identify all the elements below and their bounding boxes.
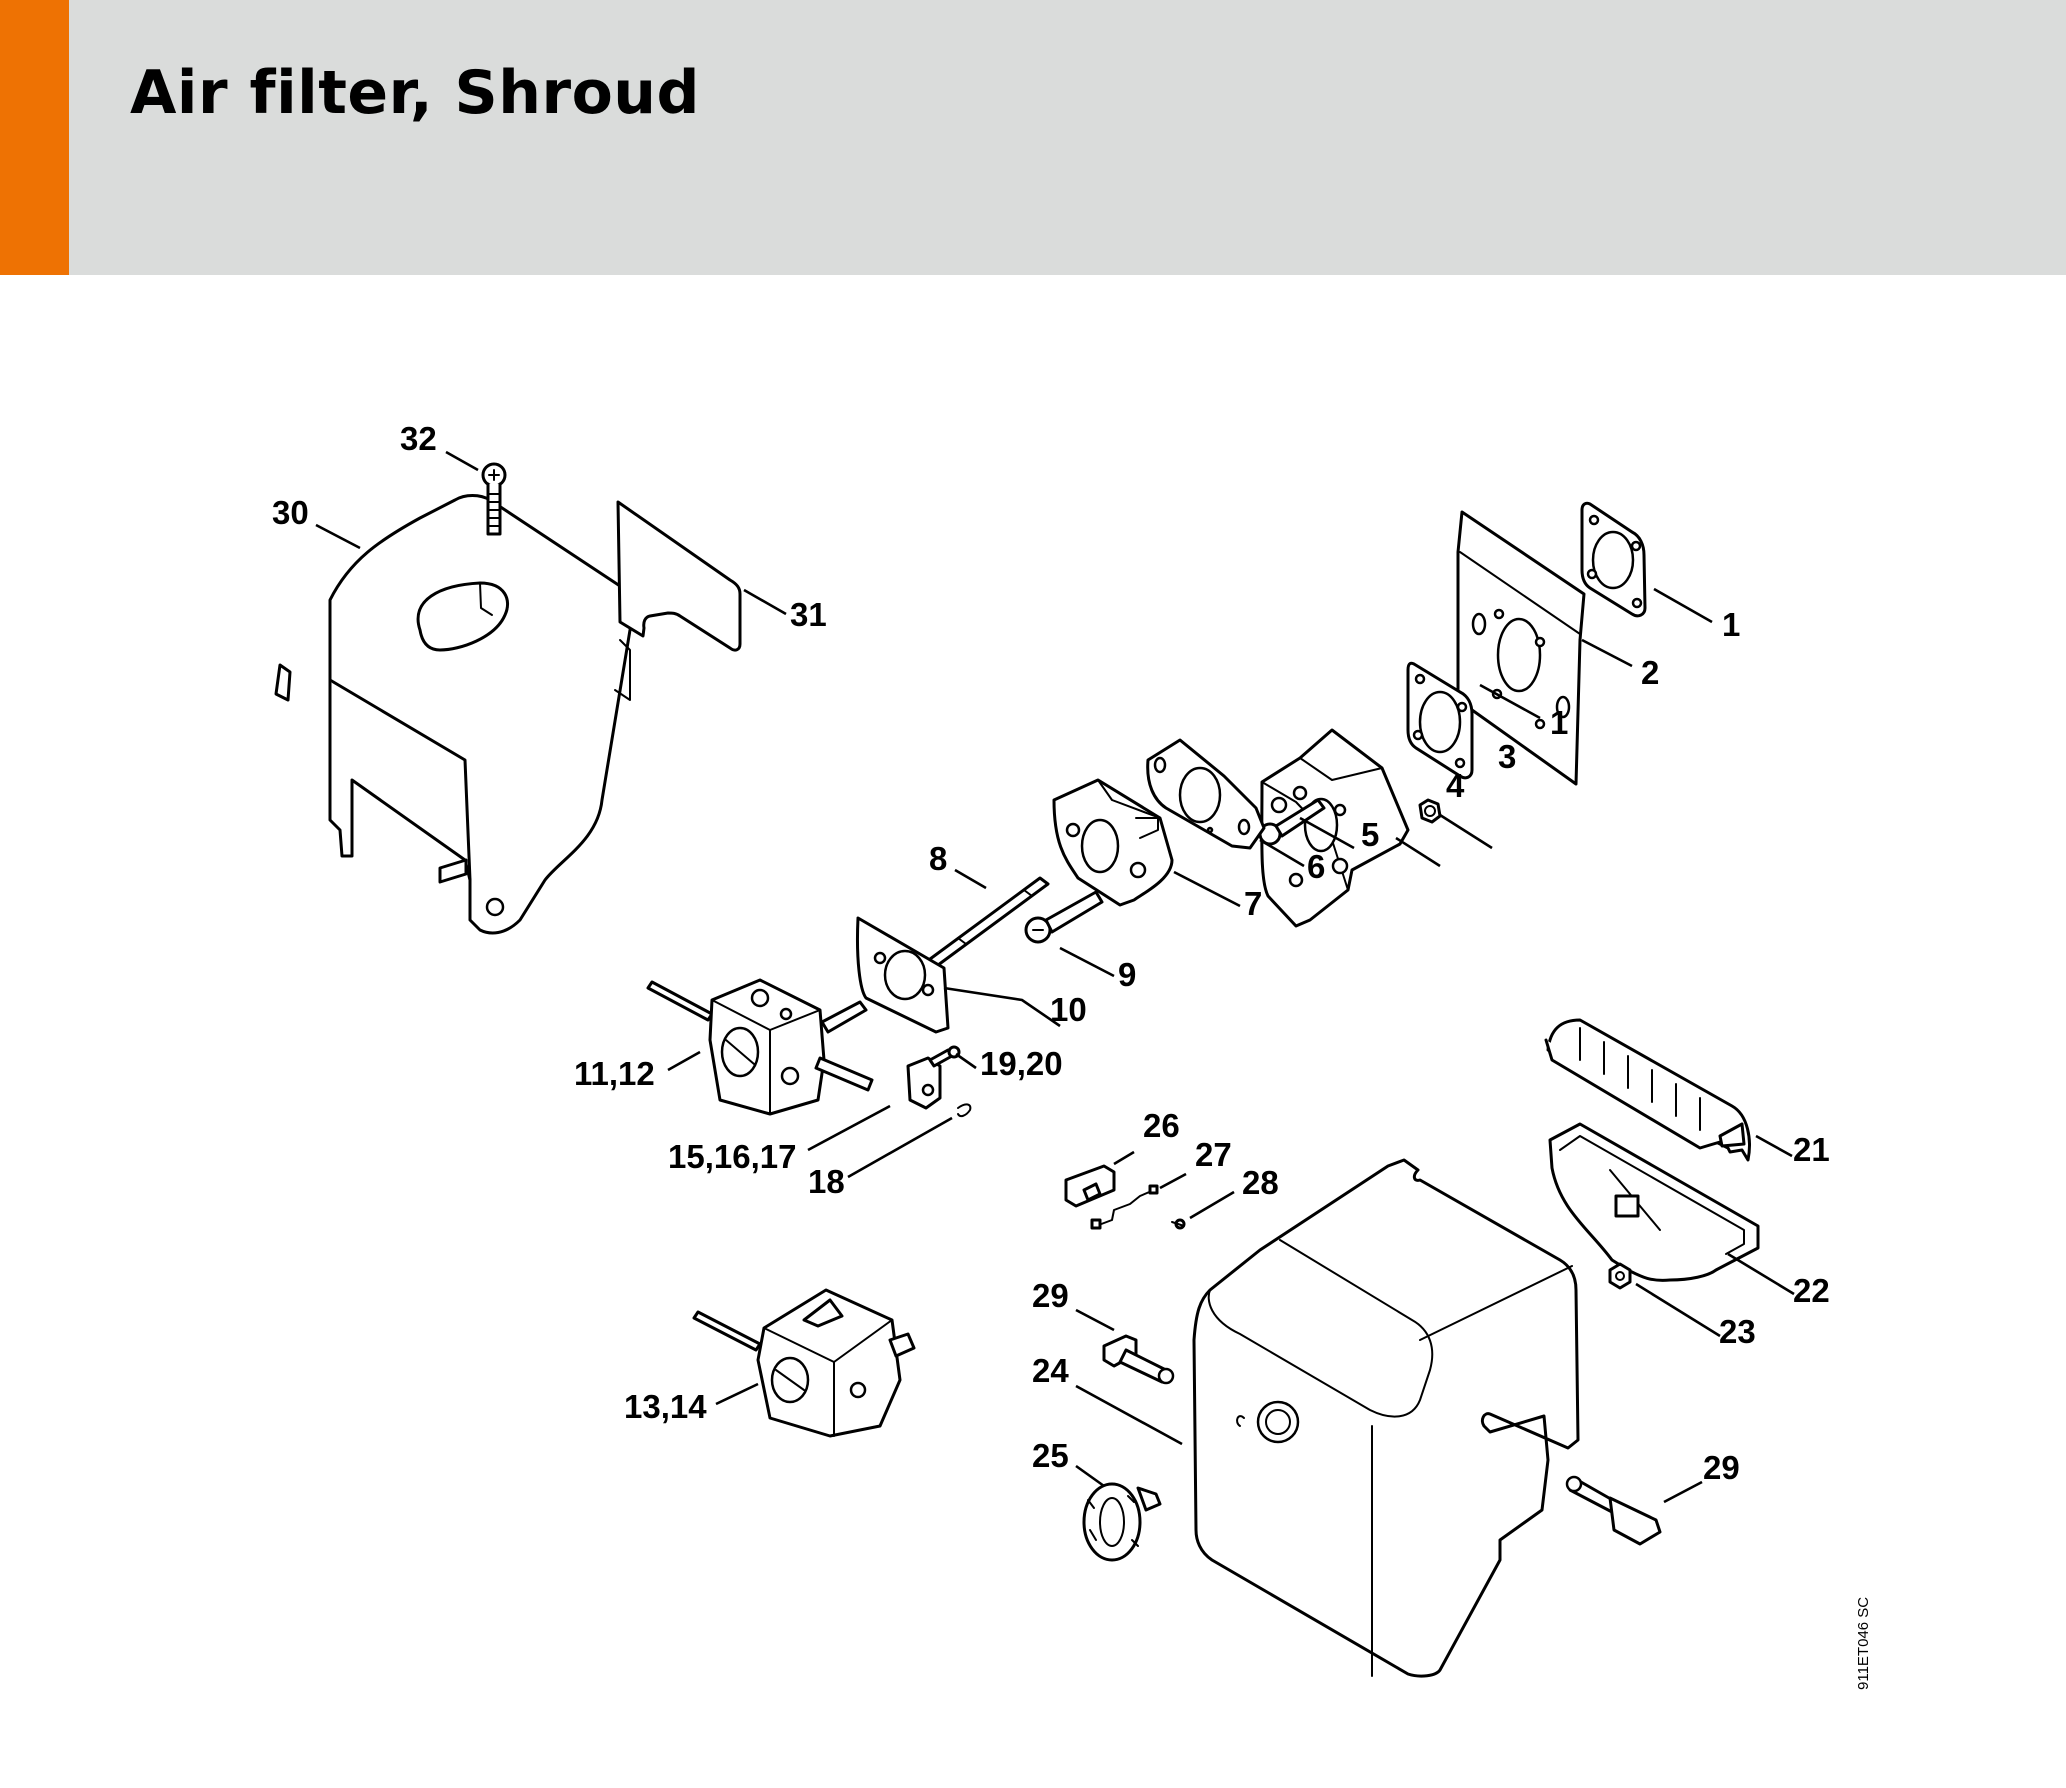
callout-24: 24 bbox=[1032, 1352, 1069, 1389]
callout-5: 5 bbox=[1361, 816, 1379, 853]
part-gasket-1a[interactable] bbox=[1580, 501, 1647, 618]
callout-1a: 1 bbox=[1722, 606, 1740, 643]
callout-22: 22 bbox=[1793, 1272, 1830, 1309]
part-gasket-6[interactable] bbox=[1146, 738, 1266, 850]
part-filter-base-22[interactable] bbox=[1548, 1122, 1760, 1282]
part-nut-3[interactable] bbox=[1418, 798, 1442, 824]
callout-13-14: 13,14 bbox=[624, 1388, 707, 1425]
part-filter-cover-24[interactable] bbox=[1192, 1158, 1580, 1678]
part-spacer-7[interactable] bbox=[1052, 778, 1174, 907]
callout-29a: 29 bbox=[1032, 1277, 1069, 1314]
callout-18: 18 bbox=[808, 1163, 845, 1200]
callout-25: 25 bbox=[1032, 1437, 1069, 1474]
part-carburetor-11-12[interactable] bbox=[646, 978, 874, 1116]
drawing-code: 911ET046 SC bbox=[1855, 1597, 1872, 1690]
part-gasket-10[interactable] bbox=[855, 916, 950, 1034]
callout-31: 31 bbox=[790, 596, 827, 633]
callout-8: 8 bbox=[929, 840, 947, 877]
callout-27: 27 bbox=[1195, 1136, 1232, 1173]
part-gasket-1b[interactable] bbox=[1406, 661, 1474, 780]
page-title: Air filter, Shroud bbox=[130, 58, 700, 128]
part-nut-23[interactable] bbox=[1608, 1262, 1632, 1290]
part-screw-9[interactable] bbox=[1024, 890, 1104, 944]
part-pin-29a[interactable] bbox=[1102, 1334, 1175, 1385]
part-spring-27[interactable] bbox=[1090, 1184, 1159, 1230]
part-screw-19-20[interactable] bbox=[928, 1045, 961, 1068]
part-air-filter-21[interactable] bbox=[1544, 1018, 1751, 1162]
part-slide-26[interactable] bbox=[1064, 1164, 1116, 1208]
part-clip-18[interactable] bbox=[957, 1103, 972, 1118]
accent-bar bbox=[0, 0, 69, 275]
callout-32: 32 bbox=[400, 420, 437, 457]
callout-1b: 1 bbox=[1550, 704, 1568, 741]
part-screw-32[interactable] bbox=[481, 462, 507, 536]
callout-10: 10 bbox=[1050, 991, 1087, 1028]
callout-9: 9 bbox=[1118, 956, 1136, 993]
callout-29b: 29 bbox=[1703, 1449, 1740, 1486]
callout-2: 2 bbox=[1641, 654, 1659, 691]
callout-7: 7 bbox=[1244, 885, 1262, 922]
callout-4: 4 bbox=[1446, 767, 1465, 804]
callout-28: 28 bbox=[1242, 1164, 1279, 1201]
part-twist-lock-25[interactable] bbox=[1082, 1482, 1162, 1562]
callout-6: 6 bbox=[1307, 848, 1325, 885]
callout-26: 26 bbox=[1143, 1107, 1180, 1144]
part-shroud[interactable] bbox=[274, 494, 635, 935]
callout-labels: 32 30 31 1 2 1 3 4 5 6 7 8 9 10 11,12 19… bbox=[272, 420, 1830, 1486]
part-flange-4[interactable] bbox=[1260, 728, 1410, 928]
callout-19-20: 19,20 bbox=[980, 1045, 1063, 1082]
callout-21: 21 bbox=[1793, 1131, 1830, 1168]
callout-23: 23 bbox=[1719, 1313, 1756, 1350]
page-header: Air filter, Shroud bbox=[0, 0, 2066, 275]
part-pin-29b[interactable] bbox=[1565, 1475, 1662, 1546]
leader-lines bbox=[315, 450, 1795, 1504]
part-baffle-plate-2[interactable] bbox=[1456, 510, 1586, 786]
part-plate-31[interactable] bbox=[616, 500, 742, 652]
part-screw-28[interactable] bbox=[1171, 1218, 1186, 1230]
part-lever-15-16-17[interactable] bbox=[906, 1056, 942, 1110]
part-carburetor-13-14[interactable] bbox=[692, 1288, 916, 1438]
callout-15-16-17: 15,16,17 bbox=[668, 1138, 796, 1175]
callout-3: 3 bbox=[1498, 738, 1516, 775]
callout-11-12: 11,12 bbox=[574, 1055, 655, 1092]
callout-30: 30 bbox=[272, 494, 309, 531]
